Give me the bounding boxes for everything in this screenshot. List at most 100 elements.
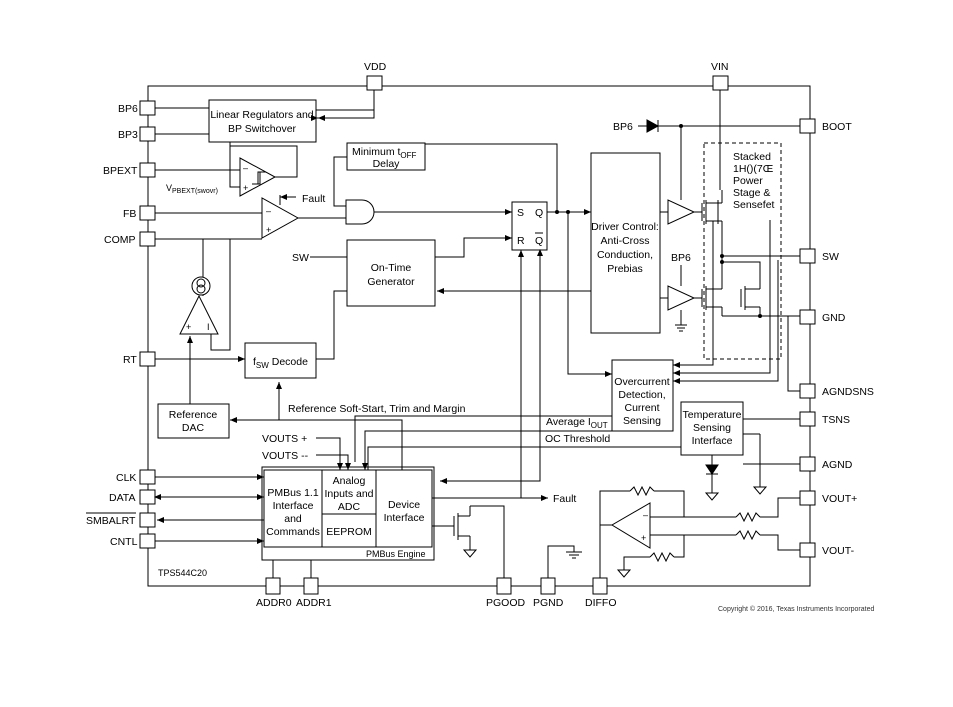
low-side-fet — [701, 275, 723, 316]
latch-qbar: Q — [535, 235, 543, 247]
pin-vout-minus: VOUT- — [822, 545, 855, 557]
device-interface-block — [375, 469, 433, 548]
vpbext-label: VPBEXT(swovr) — [166, 183, 218, 195]
diffamp-minus: – — [643, 510, 648, 520]
eeprom-block — [321, 513, 377, 548]
ps-line3: Power — [733, 175, 763, 187]
left-pins: BP6 BP3 BPEXT FB COMP RT CLK DATA SMBALR… — [86, 100, 156, 549]
pin-boot: BOOT — [822, 121, 852, 133]
temp-line3: Interface — [692, 435, 733, 447]
vouts-minus-label: VOUTS -- — [262, 450, 309, 462]
ps-line2: 1H()(7Œ — [733, 163, 774, 175]
pin-bp3: BP3 — [118, 129, 138, 141]
feedback-resistor-top — [629, 485, 655, 497]
temp-diode — [705, 464, 719, 475]
oc-threshold-label: OC Threshold — [545, 433, 610, 445]
temp-line2: Sensing — [693, 422, 731, 434]
devif-line2: Interface — [384, 512, 425, 524]
pin-vout-plus: VOUT+ — [822, 493, 857, 505]
pin-fb: FB — [123, 208, 136, 220]
min-toff-line1: Minimum tOFF — [352, 146, 417, 160]
ref-softstart-label: Reference Soft-Start, Trim and Margin — [288, 403, 466, 415]
ontime-line1: On-Time — [371, 262, 412, 274]
ps-line5: Sensefet — [733, 199, 775, 211]
driver-line4: Prebias — [607, 263, 643, 275]
low-side-sensefet — [740, 275, 761, 316]
overcurrent-block — [611, 359, 674, 432]
fb-comparator — [261, 197, 300, 239]
latch-q: Q — [535, 207, 543, 219]
oc-line3: Current — [624, 402, 659, 414]
pin-agnd: AGND — [822, 459, 853, 471]
driver-line1: Driver Control: — [591, 221, 659, 233]
pin-tsns: TSNS — [822, 414, 850, 426]
temperature-block — [680, 401, 744, 456]
pmbusif-line3: and — [284, 513, 302, 525]
power-stage-box — [703, 142, 782, 360]
fsw-decode-label: fSW Decode — [253, 356, 308, 370]
sr-latch — [511, 201, 548, 251]
feedback-resistor-bottom — [649, 551, 675, 563]
vouts-plus-label: VOUTS + — [262, 433, 307, 445]
pin-pgnd: PGND — [533, 597, 564, 609]
on-time-generator-block — [346, 239, 436, 307]
ota-minus: I — [207, 322, 210, 332]
eeprom-label: EEPROM — [326, 526, 372, 538]
pin-vin: VIN — [711, 61, 729, 73]
refdac-line2: DAC — [182, 422, 205, 434]
pin-smbalrt: SMBALRT — [86, 515, 136, 527]
fb-comp-minus: – — [266, 206, 271, 216]
driver-line2: Anti-Cross — [600, 235, 649, 247]
linreg-line2: BP Switchover — [228, 123, 297, 135]
fsw-decode-block — [244, 342, 317, 379]
pin-sw: SW — [822, 251, 839, 263]
pin-vdd: VDD — [364, 61, 387, 73]
oc-line2: Detection, — [618, 389, 665, 401]
analog-line3: ADC — [338, 501, 361, 513]
analog-line1: Analog — [333, 475, 366, 487]
diff-amplifier — [611, 502, 651, 549]
pin-agndsns: AGNDSNS — [822, 386, 874, 398]
pin-addr0: ADDR0 — [256, 597, 292, 609]
fb-comp-plus: + — [266, 225, 271, 235]
pin-data: DATA — [109, 492, 135, 504]
ps-line1: Stacked — [733, 151, 771, 163]
fault-label-bottom: Fault — [553, 493, 576, 505]
boot-diode — [646, 119, 660, 133]
high-side-driver — [667, 199, 696, 225]
pin-clk: CLK — [116, 472, 136, 484]
right-pins: BOOT SW GND AGNDSNS TSNS AGND VOUT+ VOUT… — [799, 118, 874, 558]
pin-gnd: GND — [822, 312, 846, 324]
min-toff-line2: Delay — [373, 158, 401, 170]
pmbusif-line4: Commands — [266, 526, 320, 538]
oc-line4: Sensing — [623, 415, 661, 427]
wires — [154, 90, 800, 578]
driver-control-block — [590, 152, 661, 334]
analog-line2: Inputs and — [324, 488, 373, 500]
pin-bp6: BP6 — [118, 103, 138, 115]
linreg-line1: Linear Regulators and — [210, 109, 313, 121]
ps-line4: Stage & — [733, 187, 770, 199]
pin-comp: COMP — [104, 234, 136, 246]
linear-regulators-block — [208, 99, 317, 143]
fault-label-top: Fault — [302, 193, 325, 205]
pgood-fet — [453, 506, 471, 547]
pmbusif-line2: Interface — [273, 500, 314, 512]
copyright-notice: Copyright © 2016, Texas Instruments Inco… — [718, 605, 874, 613]
pin-pgood: PGOOD — [486, 597, 526, 609]
temp-line1: Temperature — [683, 409, 742, 421]
ota-plus: + — [186, 322, 191, 332]
input-resistor-minus — [735, 529, 761, 541]
pmbusif-line1: PMBus 1.1 — [267, 487, 319, 499]
latch-s: S — [517, 207, 524, 219]
low-side-driver — [667, 285, 696, 311]
refdac-line1: Reference — [169, 409, 218, 421]
pmbus-engine-label: PMBus Engine — [366, 549, 426, 559]
pin-rt: RT — [123, 354, 137, 366]
avg-iout-label: Average IOUT — [546, 416, 608, 430]
pmbus-interface-block — [263, 469, 323, 548]
high-side-fet — [701, 190, 723, 250]
analog-adc-block — [321, 469, 377, 515]
latch-r: R — [517, 235, 525, 247]
